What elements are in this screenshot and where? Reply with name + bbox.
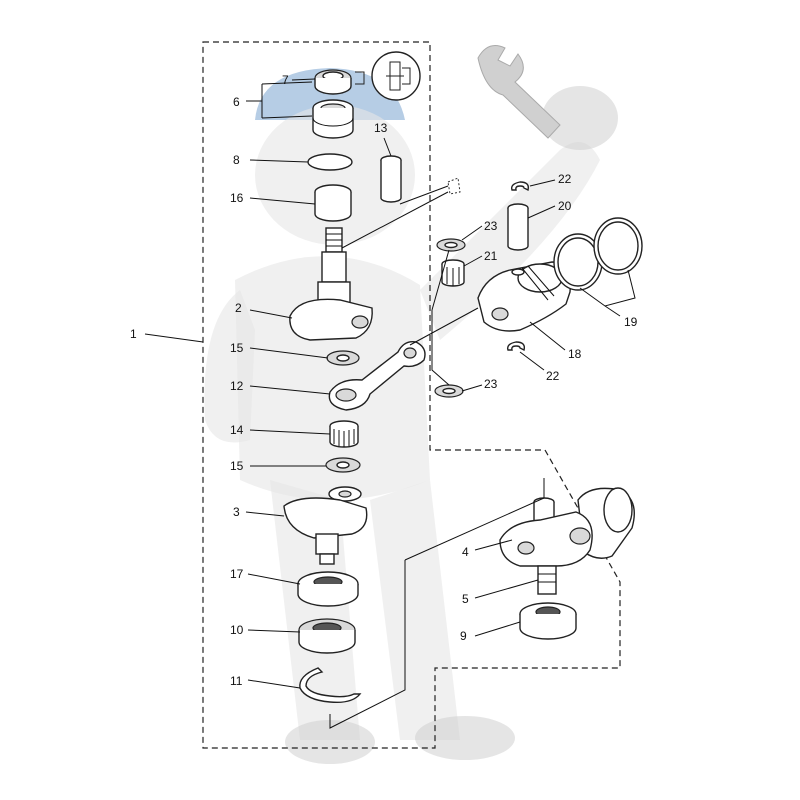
callout-17: 17	[230, 567, 244, 581]
part-11-circlip	[299, 667, 362, 704]
callout-14: 14	[230, 423, 244, 437]
wrench-icon	[477, 45, 561, 139]
part-5-shaft-end	[537, 565, 557, 595]
part-9-bearing	[519, 602, 577, 640]
assembly-boundary	[202, 41, 621, 749]
callout-4: 4	[462, 545, 469, 559]
part-6-housing	[312, 99, 354, 139]
callout-3: 3	[233, 505, 240, 519]
part-23-washer-upper	[436, 238, 466, 252]
callout-16: 16	[230, 191, 244, 205]
callout-labels: 1 2 3 4 5 6 7 8 9 10 11 12 13 14 15 15 1…	[130, 73, 638, 688]
callout-20: 20	[558, 199, 572, 213]
part-8-o-ring	[307, 153, 353, 171]
part-18-piston	[477, 261, 571, 332]
part-22-clip-lower	[506, 341, 526, 352]
callout-21: 21	[484, 249, 498, 263]
woodruff-key	[447, 177, 461, 195]
callout-8: 8	[233, 153, 240, 167]
callout-7: 7	[282, 73, 289, 87]
callout-23-lower: 23	[484, 377, 498, 391]
callout-12: 12	[230, 379, 244, 393]
callout-23-upper: 23	[484, 219, 498, 233]
part-15-washer-upper	[326, 350, 360, 366]
part-21-needle-bearing	[441, 259, 465, 287]
callout-5: 5	[462, 592, 469, 606]
callout-15-upper: 15	[230, 341, 244, 355]
callout-15-lower: 15	[230, 459, 244, 473]
callout-22-lower: 22	[546, 369, 560, 383]
callout-22-upper: 22	[558, 172, 572, 186]
callout-13: 13	[374, 121, 388, 135]
part-19-piston-rings	[553, 217, 643, 291]
leader-lines	[144, 78, 636, 729]
seal-detail-icon	[355, 51, 421, 101]
part-16-bushing	[314, 184, 352, 222]
callout-6: 6	[233, 95, 240, 109]
part-15-washer-lower	[325, 457, 361, 473]
callout-18: 18	[568, 347, 582, 361]
part-3-lower-crank	[283, 486, 368, 565]
part-23-washer-lower	[434, 384, 464, 398]
callout-2: 2	[235, 301, 242, 315]
part-14-needle-bearing	[329, 420, 359, 448]
part-2-upper-crank	[289, 227, 373, 341]
part-4-crank-assembly	[499, 487, 635, 567]
callout-10: 10	[230, 623, 244, 637]
part-7-oil-seal	[314, 69, 352, 95]
part-10-oil-seal	[298, 618, 356, 654]
part-13-pin	[380, 155, 402, 203]
part-22-clip-upper	[510, 181, 530, 192]
part-20-piston-pin	[507, 203, 529, 251]
part-12-connecting-rod	[328, 341, 426, 411]
callout-11: 11	[230, 674, 243, 688]
callout-19: 19	[624, 315, 638, 329]
callout-9: 9	[460, 629, 467, 643]
callout-1: 1	[130, 327, 137, 341]
mascot-watermark	[204, 68, 618, 764]
part-17-bearing	[297, 571, 359, 607]
